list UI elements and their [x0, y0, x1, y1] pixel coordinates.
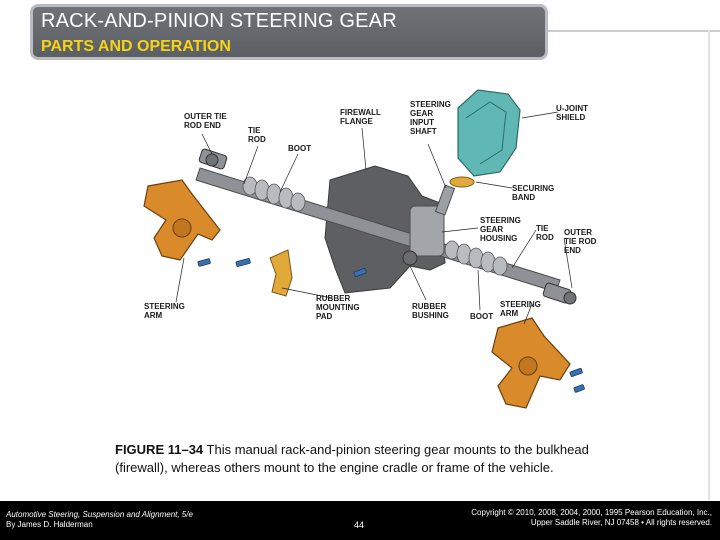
- label-steering-arm-left: STEERING ARM: [144, 302, 185, 320]
- rubber-bushing: [402, 250, 418, 266]
- steering-gear-illustration: OUTER TIE ROD END TIE ROD BOOT FIREWALL …: [140, 88, 610, 433]
- steering-gear-drawing: [143, 89, 585, 409]
- title-banner: RACK-AND-PINION STEERING GEAR PARTS AND …: [30, 4, 548, 60]
- page-number: 44: [354, 520, 365, 530]
- leader-lines: [175, 111, 573, 325]
- footer-copyright-line2: Upper Saddle River, NJ 07458 • All right…: [530, 518, 712, 527]
- figure-caption: FIGURE 11–34 This manual rack-and-pinion…: [115, 441, 615, 477]
- boot-left: [242, 176, 306, 212]
- slide-frame-line: [548, 30, 720, 32]
- slide-subtitle: PARTS AND OPERATION: [41, 38, 231, 55]
- label-securing-band: SECURING BAND: [512, 184, 555, 202]
- label-steering-arm-right: STEERING ARM: [500, 300, 541, 318]
- mounting-bolts: [197, 258, 585, 393]
- footer-author: By James D. Halderman: [6, 520, 93, 529]
- label-boot-bottom: BOOT: [470, 312, 494, 321]
- label-boot-top: BOOT: [288, 144, 312, 153]
- label-firewall-flange: FIREWALL FLANGE: [340, 108, 381, 126]
- label-rubber-bushing: RUBBER BUSHING: [412, 302, 449, 320]
- label-outer-tie-rod-end-left: OUTER TIE ROD END: [184, 112, 227, 130]
- slide-title: RACK-AND-PINION STEERING GEAR: [41, 10, 397, 32]
- label-steering-gear-housing: STEERING GEAR HOUSING: [480, 216, 521, 243]
- rubber-mounting-pad: [269, 249, 293, 297]
- label-outer-tie-rod-end-right: OUTER TIE ROD END: [564, 228, 597, 255]
- footer-copyright: Copyright © 2010, 2008, 2004, 2000, 1995…: [471, 508, 712, 528]
- securing-band: [449, 176, 475, 188]
- label-steering-gear-input-shaft: STEERING GEAR INPUT SHAFT: [410, 100, 451, 136]
- boot-right: [444, 240, 508, 276]
- label-tie-rod-right: TIE ROD: [536, 224, 554, 242]
- label-u-joint-shield: U-JOINT SHIELD: [556, 104, 588, 122]
- label-rubber-mounting-pad: RUBBER MOUNTING PAD: [316, 294, 360, 321]
- pinion-housing: [409, 205, 445, 257]
- input-shaft: [434, 184, 456, 216]
- figure-number: FIGURE 11–34: [115, 442, 204, 457]
- slide-frame-vline: [708, 30, 710, 500]
- slide-footer: Automotive Steering, Suspension and Alig…: [0, 501, 720, 540]
- label-tie-rod-left: TIE ROD: [248, 126, 266, 144]
- footer-copyright-line1: Copyright © 2010, 2008, 2004, 2000, 1995…: [471, 508, 712, 517]
- footer-book-info: Automotive Steering, Suspension and Alig…: [6, 510, 193, 530]
- footer-book-title: Automotive Steering, Suspension and Alig…: [6, 510, 193, 519]
- caption-text: This manual rack-and-pinion steering gea…: [115, 442, 589, 475]
